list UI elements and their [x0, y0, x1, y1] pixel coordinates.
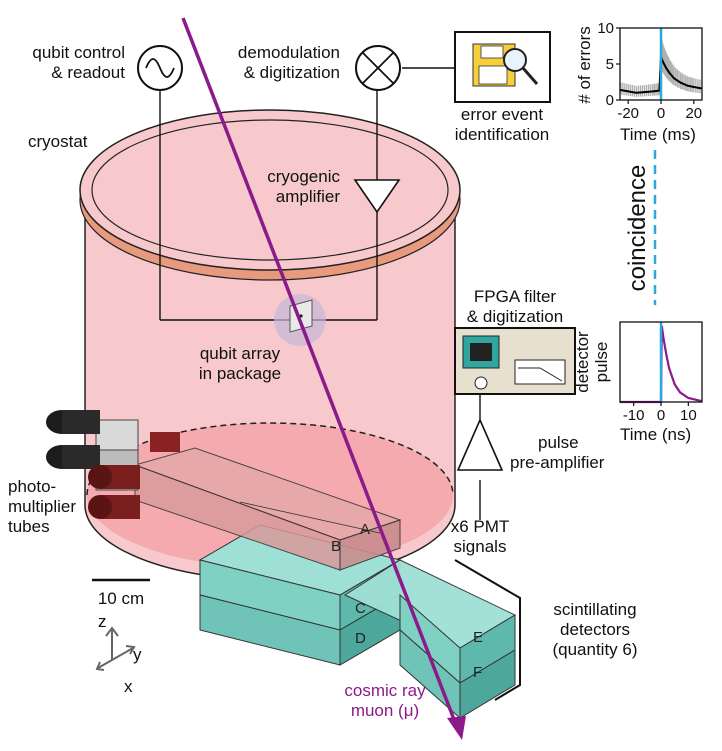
detector-bracket [454, 559, 521, 701]
pmt-label-1: photo- [8, 477, 56, 496]
error-chart-line [619, 56, 703, 94]
error-chart-ylabel: # of errors [575, 26, 594, 103]
pulse-preamp-label-1: pulse [538, 433, 579, 452]
qubit-array-label-2: in package [199, 364, 281, 383]
coincidence-label: coincidence [624, 165, 651, 292]
detector-d-label: D [355, 630, 366, 647]
cryo-amp-label-1: cryogenic [267, 167, 340, 186]
error-chart-xlabel: Time (ms) [620, 125, 696, 144]
pmt-label-2: multiplier [8, 497, 76, 516]
detector-a-label: A [360, 521, 370, 538]
qubit-control-source-icon [137, 45, 183, 91]
muon-label-2: muon (μ) [351, 701, 419, 720]
pmt-signals-label-2: signals [454, 537, 507, 556]
scint-label-3: (quantity 6) [552, 640, 637, 659]
qubit-control-label-2: & readout [51, 63, 125, 82]
fpga-label-2: & digitization [467, 307, 563, 326]
scintillator-stack [46, 410, 517, 720]
x-tick-label: -20 [617, 105, 639, 122]
error-event-label-2: identification [455, 125, 550, 144]
demod-label-1: demodulation [238, 43, 340, 62]
wiring [159, 67, 481, 520]
scint-label-1: scintillating [553, 600, 636, 619]
axis-x-label: x [124, 677, 133, 696]
fpga-label-1: FPGA filter [474, 287, 557, 306]
pulse-preamp-label-2: pre-amplifier [510, 453, 605, 472]
x-tick-label: 10 [680, 407, 697, 424]
pulse-chart: -10 0 10 Time (ns) [619, 321, 703, 444]
pmt-label-3: tubes [8, 517, 50, 536]
error-event-box [454, 31, 551, 103]
detector-c-label: C [355, 600, 366, 617]
pulse-chart-ylabel-1: detector [573, 331, 592, 393]
cryostat-label: cryostat [28, 132, 88, 151]
x-tick-label: 20 [685, 105, 702, 122]
pulse-chart-ylabel-2: pulse [592, 342, 611, 383]
fpga-box [454, 327, 576, 395]
demod-label-2: & digitization [244, 63, 340, 82]
pulse-chart-xlabel: Time (ns) [620, 425, 691, 444]
y-tick-label: 10 [597, 20, 614, 37]
cryo-amp-label-2: amplifier [276, 187, 341, 206]
qubit-array-label-1: qubit array [200, 344, 281, 363]
y-tick-label: 0 [606, 92, 614, 109]
pmt-signals-label-1: x6 PMT [451, 517, 510, 536]
mixer-icon [355, 45, 401, 91]
x-tick-label: 0 [657, 407, 665, 424]
y-tick-label: 5 [606, 56, 614, 73]
pulse-preamplifier-icon [456, 418, 504, 471]
detector-e-label: E [473, 629, 483, 646]
pulse-chart-ticks: -10 0 10 [623, 402, 697, 424]
scint-label-2: detectors [560, 620, 630, 639]
x-tick-label: 0 [657, 105, 665, 122]
muon-label-1: cosmic ray [344, 681, 426, 700]
qubit-control-label-1: qubit control [32, 43, 125, 62]
axis-triad [95, 626, 136, 671]
error-event-label-1: error event [461, 105, 543, 124]
labels: qubit control & readout demodulation & d… [8, 43, 651, 720]
axis-y-label: y [133, 645, 142, 664]
muon-track [181, 17, 466, 740]
scale-bar-label: 10 cm [98, 589, 144, 608]
axis-z-label: z [98, 612, 107, 631]
detector-f-label: F [473, 664, 482, 681]
detector-b-label: B [331, 538, 341, 555]
x-tick-label: -10 [623, 407, 645, 424]
cryogenic-amplifier-icon [353, 179, 401, 214]
